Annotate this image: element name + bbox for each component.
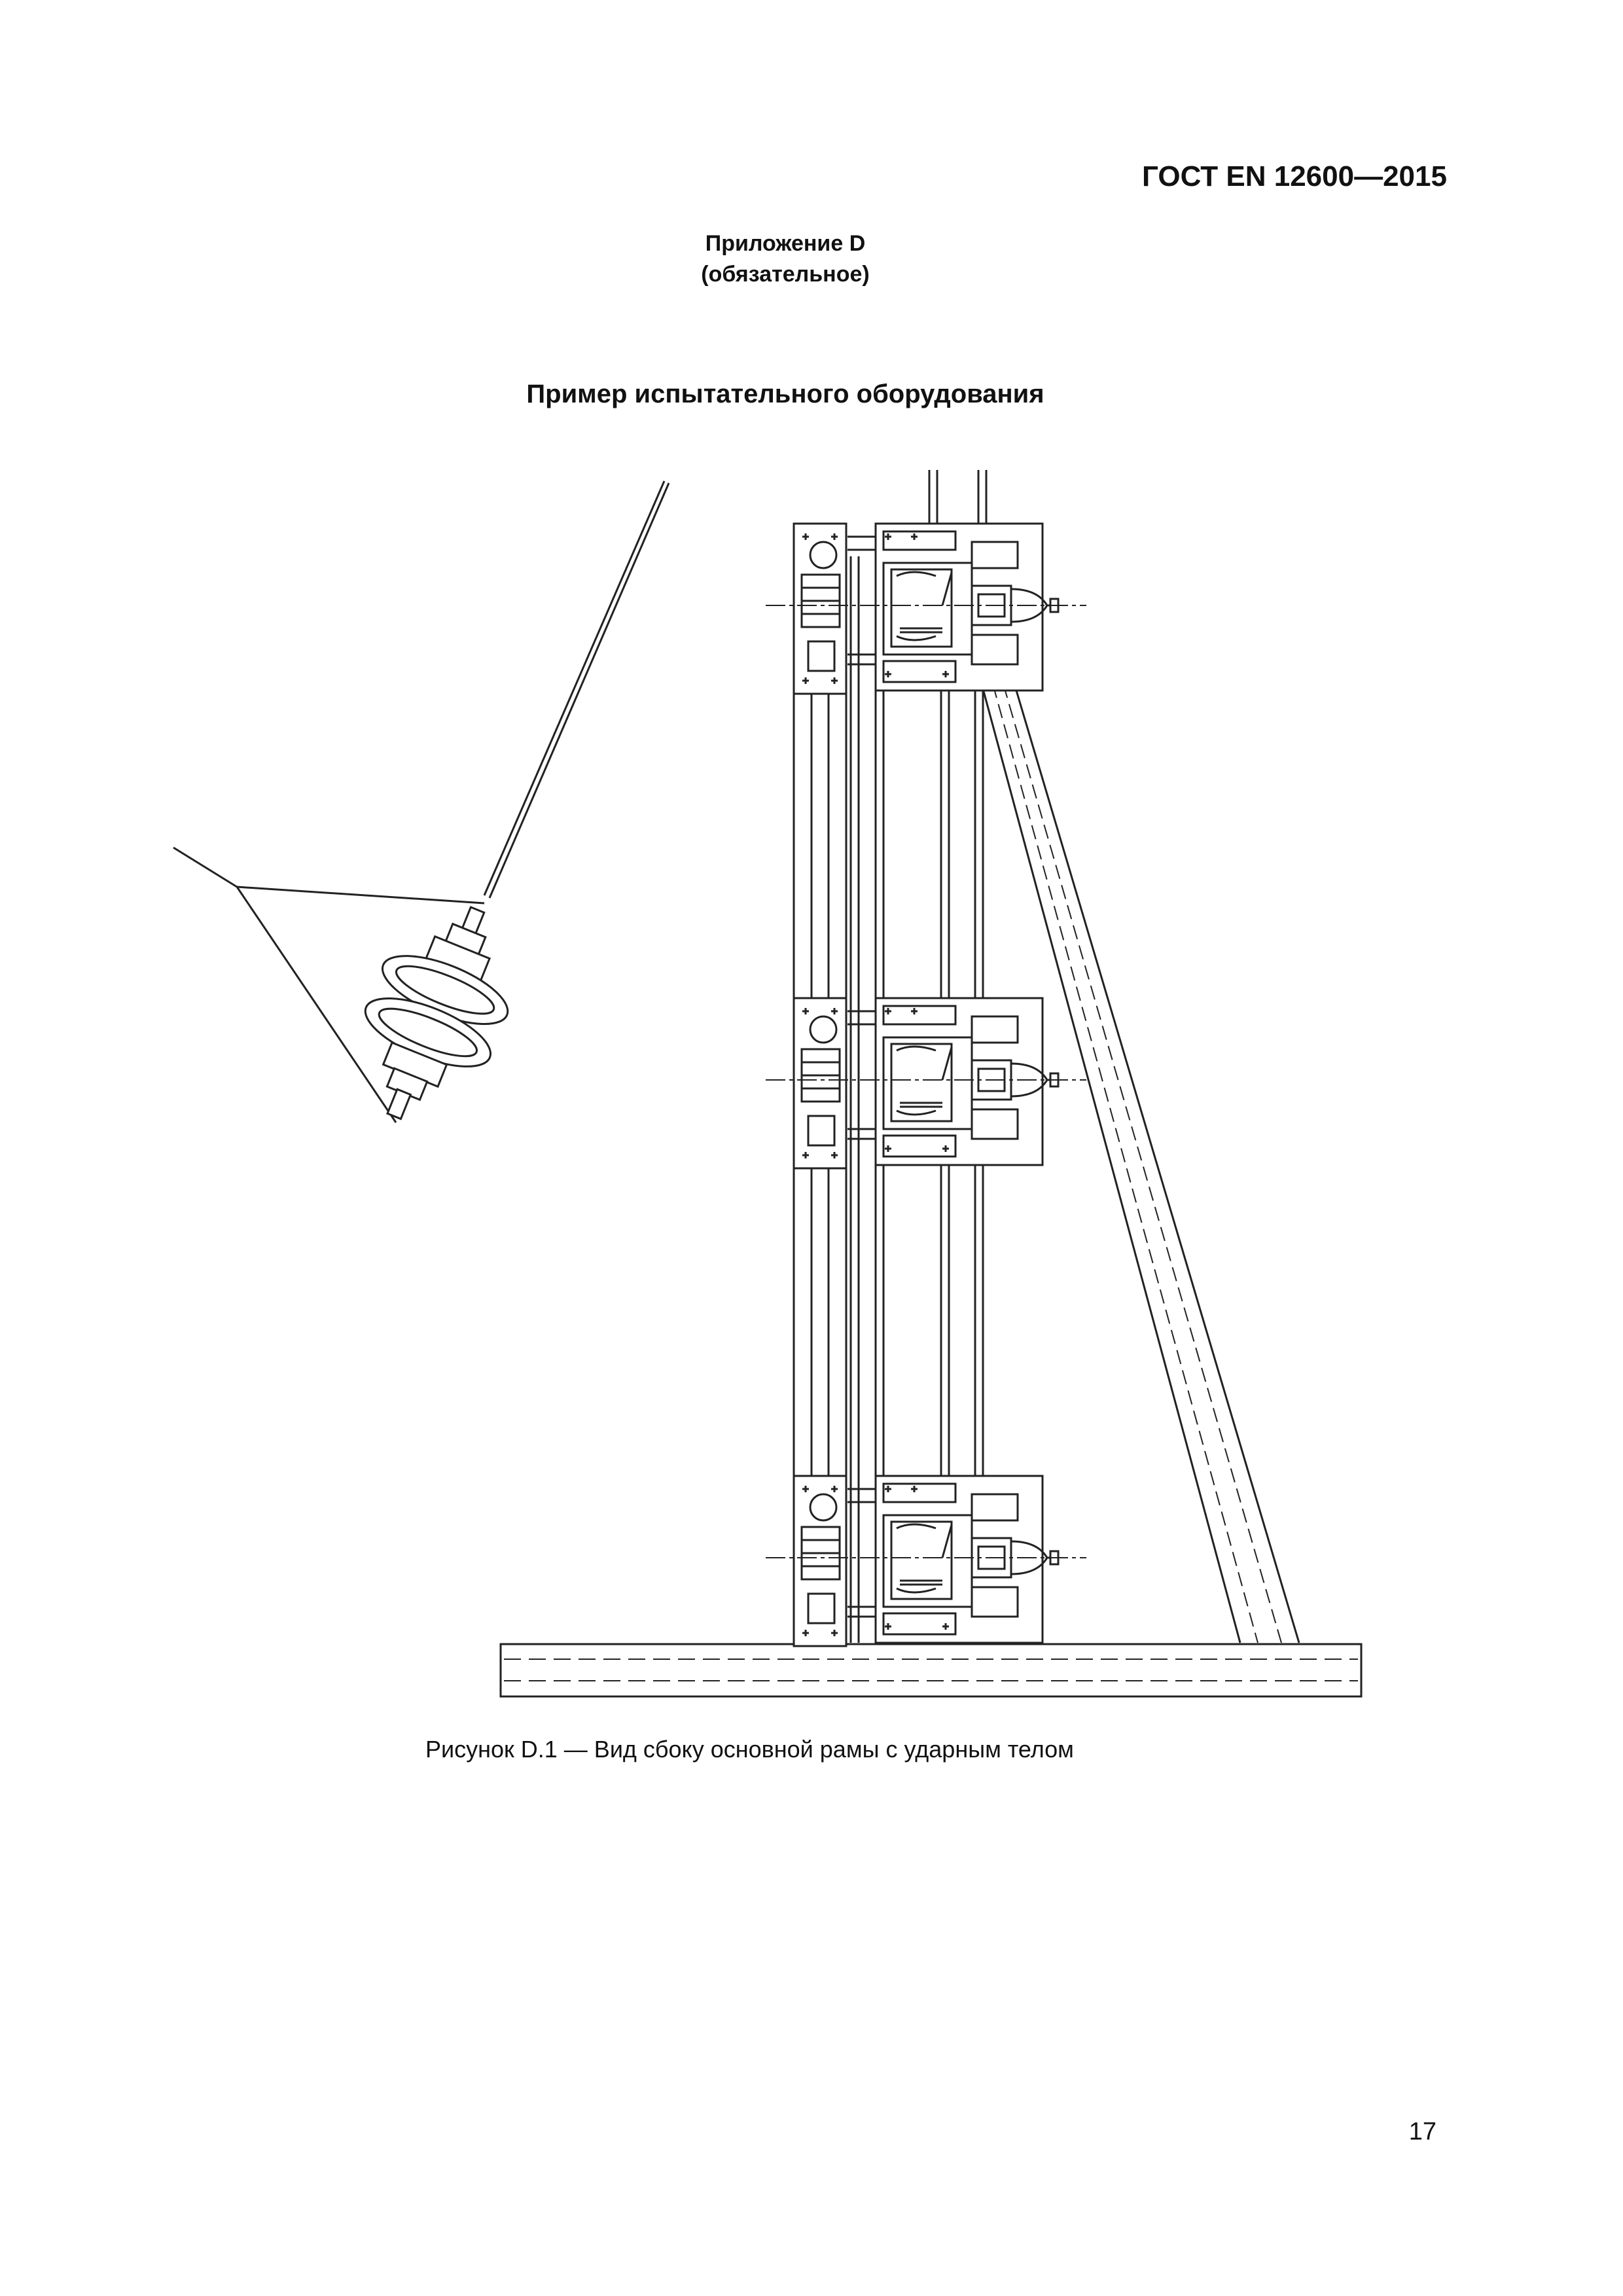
guide-rods [929,470,986,524]
annex-status: (обязательное) [701,262,870,287]
pendulum-wire [484,481,669,898]
impactor-body [332,885,540,1141]
standard-designation: ГОСТ EN 12600—2015 [1142,160,1447,192]
clamp-assembly-bottom [764,1475,1088,1647]
annex-title: Приложение D [705,231,866,256]
diagonal-brace [982,684,1299,1643]
base-beam [501,1630,1361,1696]
page-number: 17 [1408,2118,1436,2145]
clamp-assembly-middle [764,997,1088,1170]
figure-caption: Рисунок D.1 — Вид сбоку основной рамы с … [425,1736,1074,1763]
section-heading: Пример испытательного оборудования [526,380,1044,408]
pendulum-arc-lines [173,848,484,1122]
clamp-assembly-top [764,522,1088,695]
